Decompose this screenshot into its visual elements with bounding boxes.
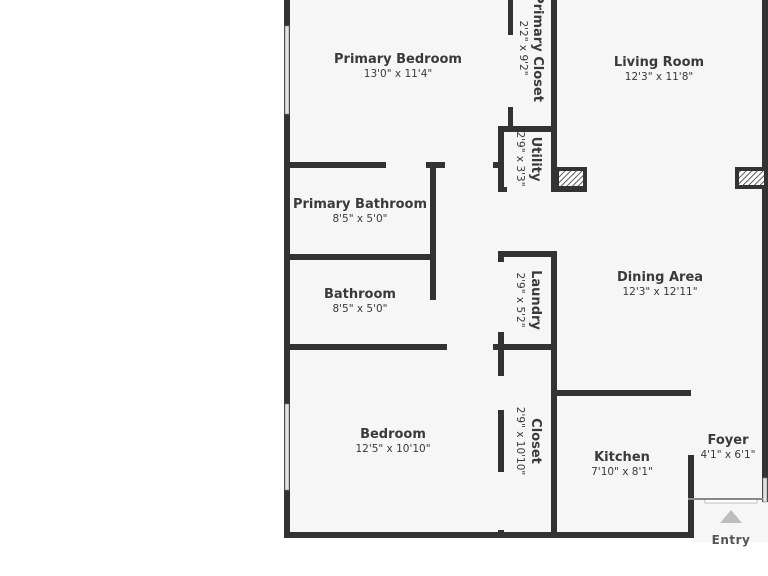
room-name-living-room: Living Room bbox=[614, 55, 704, 70]
utility-bottom-wall bbox=[498, 187, 508, 192]
room-dims-kitchen: 7'10" x 8'1" bbox=[591, 466, 653, 478]
door-bedroom bbox=[447, 344, 493, 350]
laundry-top-wall bbox=[498, 251, 556, 257]
door-primary-closet bbox=[508, 35, 513, 107]
room-name-bedroom: Bedroom bbox=[360, 427, 426, 442]
east-exterior-wall bbox=[762, 0, 768, 502]
room-name-bathroom: Bathroom bbox=[324, 287, 396, 302]
entry-marker: Entry bbox=[712, 510, 751, 547]
column-block-right-hatch bbox=[739, 171, 764, 185]
bedroom-top-wall bbox=[287, 344, 554, 350]
west-exterior-wall bbox=[284, 0, 290, 538]
column-block-left-hatch bbox=[559, 171, 583, 186]
room-dims-closet: 2'9" x 10'10" bbox=[514, 407, 526, 475]
room-dims-utility: 2'9" x 3'3" bbox=[514, 131, 526, 186]
utility-top-wall bbox=[498, 126, 556, 132]
room-name-primary-closet: Primary Closet bbox=[530, 0, 545, 102]
floor-area bbox=[287, 0, 768, 535]
room-dims-foyer: 4'1" x 6'1" bbox=[700, 449, 755, 461]
closet-west-wall bbox=[498, 344, 504, 538]
window-bedroom bbox=[284, 403, 290, 491]
door-primary-bathroom-top bbox=[386, 162, 426, 168]
room-dims-bathroom: 8'5" x 5'0" bbox=[332, 303, 387, 315]
door-bathroom bbox=[430, 300, 436, 342]
room-dims-living-room: 12'3" x 11'8" bbox=[625, 71, 693, 83]
room-name-kitchen: Kitchen bbox=[594, 450, 650, 465]
door-hall-top bbox=[445, 162, 493, 168]
room-name-dining-area: Dining Area bbox=[617, 270, 703, 285]
door-utility bbox=[507, 187, 549, 192]
room-dims-bedroom: 12'5" x 10'10" bbox=[355, 443, 430, 455]
room-labels: Primary Bedroom 13'0" x 11'4" Living Roo… bbox=[293, 0, 756, 478]
south-exterior-wall bbox=[284, 532, 694, 538]
door-closet-lower bbox=[498, 472, 504, 530]
room-dims-primary-bathroom: 8'5" x 5'0" bbox=[332, 213, 387, 225]
window-foyer-right bbox=[762, 477, 768, 503]
windows bbox=[284, 25, 768, 503]
door-laundry bbox=[498, 262, 504, 332]
kitchen-east-wall bbox=[688, 455, 694, 538]
room-dims-primary-closet: 2'2" x 9'2" bbox=[517, 20, 529, 75]
door-closet-upper bbox=[498, 376, 504, 410]
primary-bathroom-east-wall bbox=[430, 162, 436, 300]
utility-west-wall bbox=[498, 126, 504, 192]
window-primary-bedroom bbox=[284, 25, 290, 115]
entry-label: Entry bbox=[712, 533, 751, 547]
entry-door-jamb bbox=[688, 498, 763, 500]
door-openings bbox=[386, 35, 549, 530]
kitchen-top-wall bbox=[551, 390, 691, 396]
primary-closet-east-wall bbox=[551, 0, 557, 192]
room-name-primary-bedroom: Primary Bedroom bbox=[334, 52, 462, 67]
room-dims-laundry: 2'9" x 5'2" bbox=[514, 272, 526, 327]
kitchen-bottom-wall bbox=[551, 532, 694, 538]
bathroom-divider-wall bbox=[287, 254, 436, 260]
room-name-laundry: Laundry bbox=[528, 270, 543, 330]
room-name-primary-bathroom: Primary Bathroom bbox=[293, 197, 427, 212]
room-name-foyer: Foyer bbox=[708, 433, 750, 448]
room-dims-dining-area: 12'3" x 12'11" bbox=[622, 286, 697, 298]
entry-arrow-icon bbox=[720, 510, 742, 523]
room-dims-primary-bedroom: 13'0" x 11'4" bbox=[364, 68, 432, 80]
room-name-closet: Closet bbox=[528, 418, 543, 464]
room-name-utility: Utility bbox=[528, 137, 543, 182]
